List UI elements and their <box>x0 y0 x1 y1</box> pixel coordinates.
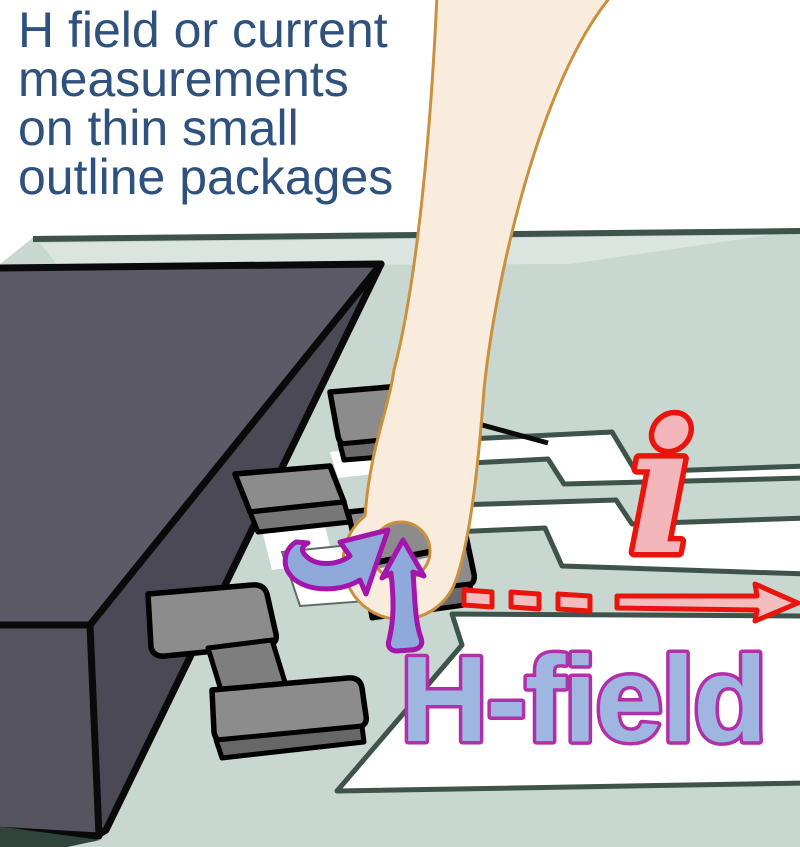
pcb-edge-highlight <box>40 235 770 266</box>
caption: H field or current measurements on thin … <box>18 2 448 205</box>
current-arrow-head <box>614 581 800 624</box>
current-arrow-dash <box>508 589 542 612</box>
ic-package-shadow <box>0 826 100 847</box>
h-field-curl-arrows <box>282 527 427 654</box>
caption-line: H field or current <box>18 2 388 58</box>
current-arrow-dash <box>461 587 495 610</box>
caption-line: on thin small <box>18 100 299 156</box>
dashed-current-direction-arrow <box>461 581 800 624</box>
trace-gap-middle <box>449 497 800 577</box>
ic-package-front-face <box>0 621 103 840</box>
h-field-arrow-right <box>379 537 427 654</box>
h-field-label: H-field <box>400 631 766 767</box>
current-label: i <box>628 384 696 595</box>
caption-line: measurements <box>18 51 349 107</box>
trace-gap-upper <box>445 429 800 487</box>
trace-gap-lower <box>334 611 800 794</box>
ic-lead-3-front <box>213 723 367 761</box>
caption-line: outline packages <box>18 149 394 205</box>
current-arrow-dash <box>555 591 593 614</box>
h-field-arrow-left <box>282 527 391 597</box>
